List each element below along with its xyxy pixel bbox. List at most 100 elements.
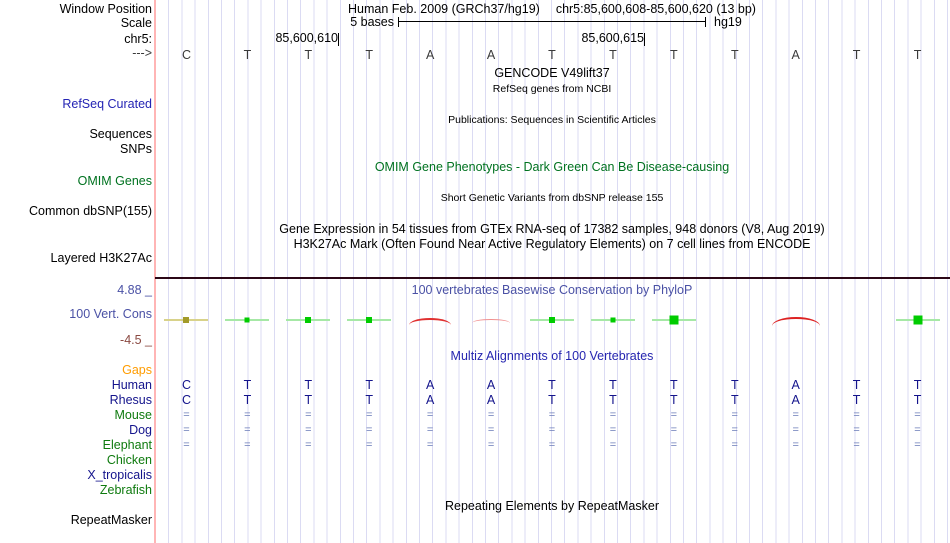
base-letter: T [852, 48, 861, 62]
species-label-human[interactable]: Human [111, 378, 152, 392]
layered-h3k27ac-track-line[interactable] [155, 277, 950, 279]
alignment-match-glyph: = [548, 409, 556, 421]
sidebar-item-common-dbsnp[interactable]: Common dbSNP(155) [29, 204, 152, 218]
chromosome-label: chr5: [124, 32, 152, 46]
sidebar-item-repeatmasker[interactable]: RepeatMasker [70, 513, 152, 527]
alignment-match-glyph: = [853, 409, 860, 421]
species-label-x_tropicalis[interactable]: X_tropicalis [87, 468, 152, 482]
alignment-base-letter: A [791, 378, 800, 392]
track-title-refseq[interactable]: RefSeq genes from NCBI [492, 83, 612, 95]
base-letter: T [609, 48, 617, 62]
assembly-title: Human Feb. 2009 (GRCh37/hg19) [348, 2, 540, 16]
sidebar-item-omim-genes[interactable]: OMIM Genes [77, 174, 152, 188]
species-label-elephant[interactable]: Elephant [102, 438, 152, 452]
alignment-match-glyph: = [426, 409, 434, 421]
base-letter: C [181, 48, 191, 62]
alignment-match-glyph: = [244, 409, 251, 421]
conservation-mark-green [278, 312, 339, 328]
conservation-bar [913, 315, 923, 325]
alignment-match-glyph: = [670, 409, 678, 421]
track-title-h3k27ac[interactable]: H3K27Ac Mark (Often Found Near Active Re… [293, 237, 811, 251]
alignment-row-mouse: ============= [156, 408, 948, 422]
conservation-bar [669, 315, 679, 325]
alignment-base-letter: A [791, 393, 800, 407]
scale-label: Scale [120, 16, 152, 30]
alignment-base-letter: C [181, 378, 191, 392]
strand-arrow-label[interactable]: ---> [132, 46, 152, 60]
alignment-match-glyph: = [183, 439, 190, 451]
species-label-mouse[interactable]: Mouse [114, 408, 152, 422]
sidebar-item-gaps[interactable]: Gaps [122, 363, 152, 377]
alignment-match-glyph: = [853, 439, 860, 451]
conservation-mark-green [217, 312, 278, 328]
alignment-match-glyph: = [548, 424, 556, 436]
coordinate-left: 85,600,610 [275, 31, 338, 45]
species-label-rhesus[interactable]: Rhesus [109, 393, 152, 407]
alignment-base-letter: C [181, 393, 191, 407]
track-title-dbsnp[interactable]: Short Genetic Variants from dbSNP releas… [440, 192, 664, 204]
track-title-gencode[interactable]: GENCODE V49lift37 [494, 66, 610, 80]
sidebar-item-layered-h3k27ac[interactable]: Layered H3K27Ac [50, 251, 152, 265]
alignment-base-letter: T [913, 378, 922, 392]
alignment-match-glyph: = [426, 424, 434, 436]
base-letter: T [243, 48, 252, 62]
alignment-match-glyph: = [914, 439, 921, 451]
track-title-repeatmasker[interactable]: Repeating Elements by RepeatMasker [444, 499, 659, 513]
alignment-match-glyph: = [305, 424, 312, 436]
track-title-gtex[interactable]: Gene Expression in 54 tissues from GTEx … [279, 222, 825, 236]
conservation-mark-red [461, 312, 522, 328]
alignment-base-letter: T [243, 378, 252, 392]
left-slider-line[interactable] [154, 0, 156, 543]
track-title-multiz[interactable]: Multiz Alignments of 100 Vertebrates [450, 349, 654, 363]
sidebar-item-sequences[interactable]: Sequences [89, 127, 152, 141]
track-title-omim[interactable]: OMIM Gene Phenotypes - Dark Green Can Be… [374, 160, 730, 174]
window-position-title: Human Feb. 2009 (GRCh37/hg19) chr5:85,600… [156, 2, 948, 16]
alignment-match-glyph: = [792, 439, 799, 451]
conservation-axis-max: 4.88 _ [117, 283, 152, 297]
assembly-short-label: hg19 [714, 15, 742, 29]
alignment-match-glyph: = [548, 439, 556, 451]
base-letter: T [365, 48, 374, 62]
conservation-mark-green [339, 312, 400, 328]
conservation-marks-row [156, 312, 948, 328]
alignment-match-glyph: = [487, 439, 495, 451]
track-title-phylop[interactable]: 100 vertebrates Basewise Conservation by… [411, 283, 693, 297]
conservation-negative-arc [409, 318, 452, 325]
alignment-match-glyph: = [670, 439, 678, 451]
track-title-publications[interactable]: Publications: Sequences in Scientific Ar… [448, 114, 656, 126]
species-label-dog[interactable]: Dog [129, 423, 152, 437]
conservation-bar [305, 317, 312, 323]
alignment-base-letter: T [670, 378, 678, 392]
alignment-match-glyph: = [426, 439, 434, 451]
sidebar-item-vert-cons[interactable]: 100 Vert. Cons [69, 307, 152, 321]
alignment-match-glyph: = [914, 424, 921, 436]
alignment-base-letter: T [609, 378, 617, 392]
base-letter: T [913, 48, 922, 62]
alignment-base-letter: A [486, 378, 496, 392]
alignment-base-letter: T [548, 393, 556, 407]
species-label-chicken[interactable]: Chicken [106, 453, 152, 467]
base-letter: A [486, 48, 496, 62]
alignment-match-glyph: = [609, 409, 617, 421]
conservation-mark-red [400, 312, 461, 328]
conservation-bar [183, 317, 190, 323]
alignment-match-glyph: = [244, 424, 251, 436]
conservation-mark-none [826, 312, 887, 328]
sidebar-item-snps[interactable]: SNPs [120, 142, 152, 156]
range-title: chr5:85,600,608-85,600,620 (13 bp) [555, 2, 756, 16]
conservation-bar [366, 317, 373, 323]
sidebar-item-refseq-curated[interactable]: RefSeq Curated [62, 97, 152, 111]
base-letter: T [304, 48, 313, 62]
alignment-match-glyph: = [366, 409, 373, 421]
alignment-base-letter: T [730, 378, 739, 392]
alignment-match-glyph: = [487, 424, 495, 436]
alignment-base-letter: A [425, 378, 435, 392]
species-label-zebrafish[interactable]: Zebrafish [99, 483, 152, 497]
conservation-bar [610, 317, 616, 323]
conservation-mark-olive [156, 312, 217, 328]
alignment-base-letter: A [486, 393, 496, 407]
alignment-base-letter: T [852, 378, 861, 392]
alignment-match-glyph: = [609, 439, 617, 451]
